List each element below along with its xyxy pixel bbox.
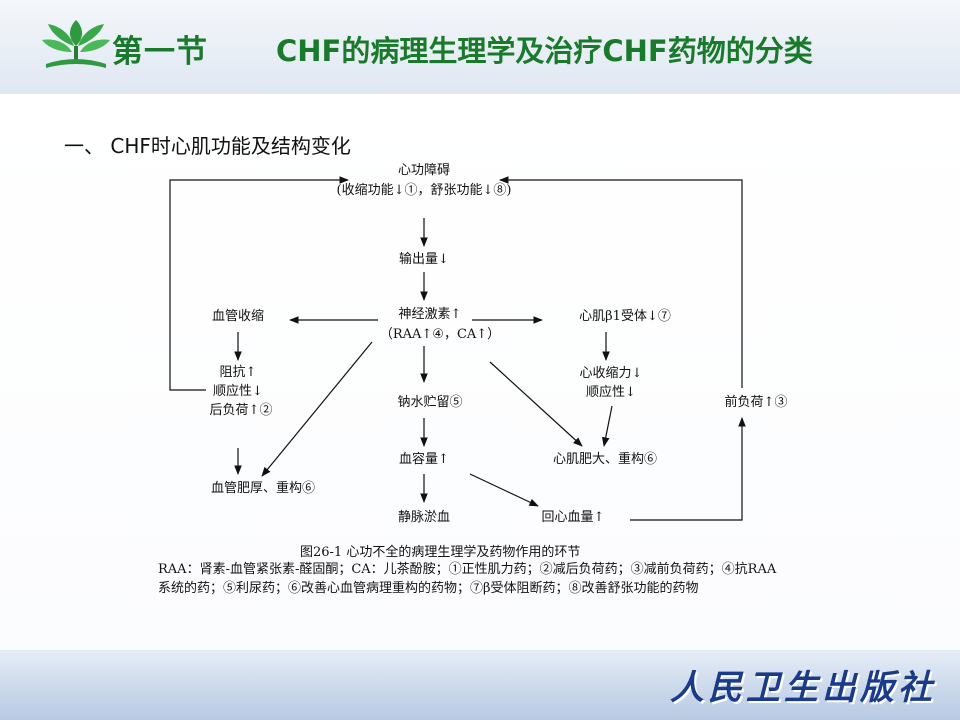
publisher-logo: 人民卫生出版社	[670, 668, 936, 708]
footer-band	[0, 650, 960, 720]
page-title: CHF的病理生理学及治疗CHF药物的分类	[276, 34, 813, 68]
node-dysfunction-title: 心功障碍	[397, 163, 450, 178]
node-preload: 前负荷↑③	[724, 395, 788, 410]
node-contractility: 心收缩力↓	[579, 366, 643, 381]
node-venous-return: 回心血量↑	[541, 510, 605, 525]
subheading: 一、 CHF时心肌功能及结构变化	[64, 134, 351, 158]
node-compliance-left: 顺应性↓	[213, 384, 263, 399]
node-neurohormone: 神经激素↑	[398, 307, 462, 322]
node-afterload: 后负荷↑②	[209, 403, 273, 418]
node-blood-volume: 血容量↑	[399, 452, 449, 467]
figure-caption-body: RAA：肾素-血管紧张素-醛固酮；CA：儿茶酚胺；①正性肌力药；②减后负荷药；③…	[158, 562, 777, 596]
node-beta-receptor: 心肌β1受体↓⑦	[579, 309, 671, 324]
figure-caption-title: 图26-1 心功不全的病理生理学及药物作用的环节	[300, 545, 581, 560]
node-resistance: 阻抗↑	[219, 365, 257, 380]
node-dysfunction-detail: (收缩功能↓①，舒张功能↓⑧)	[336, 183, 512, 198]
content-area	[0, 94, 960, 650]
node-sodium-retention: 钠水贮留⑤	[397, 395, 463, 410]
header-band	[0, 0, 960, 94]
node-myocardial-hypertrophy: 心肌肥大、重构⑥	[552, 452, 657, 467]
node-output: 输出量↓	[399, 252, 449, 267]
section-title: 第一节	[112, 34, 208, 70]
node-neurohormone-detail: （RAA↑④，CA↑）	[379, 327, 501, 342]
node-vasoconstriction: 血管收缩	[211, 309, 264, 324]
node-vessel-remodeling: 血管肥厚、重构⑥	[210, 481, 315, 496]
node-venous-congestion: 静脉淤血	[397, 510, 450, 525]
leaf-logo-icon	[42, 20, 110, 68]
node-compliance-right: 顺应性↓	[586, 385, 636, 400]
